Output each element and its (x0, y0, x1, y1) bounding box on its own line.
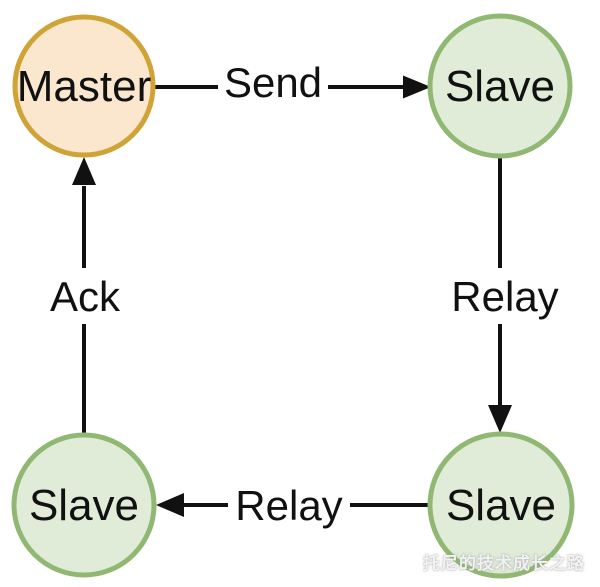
node-master: Master (12, 14, 156, 158)
arrowhead-up-icon (72, 157, 96, 185)
edge-send-label: Send (224, 59, 322, 106)
edge-send: Send (152, 59, 431, 106)
node-master-label: Master (17, 62, 151, 111)
arrowhead-right-icon (403, 75, 431, 99)
edge-relay-right-label: Relay (451, 273, 558, 320)
edge-ack: Ack (50, 157, 121, 434)
node-slave-top-right: Slave (427, 13, 573, 159)
edge-relay-bottom-label: Relay (235, 482, 342, 529)
edge-relay-right: Relay (451, 157, 559, 433)
node-slave-bottom-left-circle (11, 432, 157, 578)
arrowhead-down-icon (488, 405, 512, 433)
node-slave-bottom-right-label: Slave (446, 481, 556, 530)
edge-ack-label: Ack (50, 273, 121, 320)
node-slave-bottom-right: Slave (427, 431, 575, 579)
node-slave-bottom-right-circle (427, 431, 575, 579)
edge-relay-bottom: Relay (156, 482, 430, 529)
node-master-circle (12, 14, 156, 158)
node-slave-bottom-left-label: Slave (29, 481, 139, 530)
node-slave-bottom-left: Slave (11, 432, 157, 578)
arrowhead-left-icon (156, 493, 184, 517)
node-slave-top-right-label: Slave (445, 62, 555, 111)
node-slave-top-right-circle (427, 13, 573, 159)
